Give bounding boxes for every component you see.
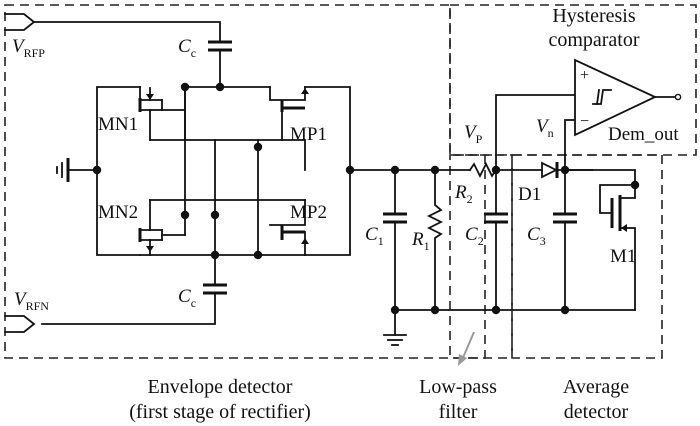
block-boundaries — [4, 4, 697, 359]
hysteresis-comparator: + − Dem_out Hysteresis comparator — [548, 5, 682, 145]
average-caption-line1: Average — [563, 376, 629, 398]
hysteresis-title-line2: comparator — [548, 29, 639, 51]
r1-label: R1 — [411, 229, 430, 253]
cc-bottom-label: Cc — [178, 286, 196, 310]
c2-label: C2 — [465, 224, 484, 248]
mn2-transistor: MN2 — [98, 202, 186, 256]
mp1-transistor: MP1 — [269, 86, 327, 145]
envelope-caption-line1: Envelope detector — [148, 376, 293, 398]
hysteresis-symbol-icon — [592, 88, 612, 106]
d1-label: D1 — [518, 184, 541, 205]
vrfn-label: VRFN — [14, 289, 49, 313]
r2-label: R2 — [454, 182, 473, 206]
c3-label: C3 — [527, 224, 546, 248]
low-pass-filter-boundary — [449, 154, 513, 359]
rectifier-core: MN1 MP1 MN2 — [56, 82, 355, 286]
average-detector-circuit: D1 Vn C3 M1 — [518, 116, 640, 311]
comparator-icon — [574, 58, 658, 137]
right-bus — [304, 86, 351, 256]
cc-top-capacitor: Cc — [178, 36, 232, 88]
vp-label: VP — [464, 122, 483, 146]
mid-upper-rail — [149, 139, 306, 171]
m1-label: M1 — [610, 246, 636, 267]
cc-bottom-capacitor: Cc — [41, 283, 227, 325]
vn-label: Vn — [536, 116, 554, 140]
cc-top-label: Cc — [178, 36, 196, 60]
mn1-label: MN1 — [98, 114, 138, 135]
dem-out-terminal — [674, 93, 682, 101]
output-filter: C1 R1 R2 C2 VP — [349, 94, 636, 366]
vrfp-wire — [33, 21, 221, 43]
vrfp-label: VRFP — [12, 36, 45, 60]
pointer-arrow-icon — [461, 331, 475, 361]
mn1-transistor: MN1 — [98, 86, 186, 141]
lowpass-caption-line2: filter — [439, 401, 478, 423]
envelope-caption-line2: (first stage of rectifier) — [129, 401, 311, 423]
vrfn-terminal — [4, 315, 36, 333]
mp1-label: MP1 — [290, 124, 327, 145]
lowpass-caption-line1: Low-pass — [419, 376, 497, 398]
bottom-ground-icon — [383, 334, 407, 346]
vrfp-input: VRFP — [4, 13, 221, 60]
mn2-label: MN2 — [98, 202, 138, 223]
envelope-detector-boundary — [4, 4, 486, 359]
vrfn-input: VRFN — [4, 289, 49, 333]
comparator-minus: − — [580, 113, 589, 130]
average-detector-boundary — [511, 154, 663, 359]
mp2-transistor: MP2 — [269, 199, 327, 256]
d1-diode-icon — [541, 161, 559, 179]
average-caption-line2: detector — [564, 401, 629, 423]
block-captions: Envelope detector (first stage of rectif… — [129, 376, 629, 423]
hysteresis-title-line1: Hysteresis — [552, 5, 636, 27]
left-bus — [96, 86, 141, 256]
mp2-label: MP2 — [290, 202, 327, 223]
vrfp-terminal — [4, 13, 36, 31]
dem-out-label: Dem_out — [608, 124, 679, 145]
c1-label: C1 — [365, 224, 384, 248]
comparator-plus: + — [580, 67, 589, 84]
left-ground-icon — [56, 158, 70, 182]
